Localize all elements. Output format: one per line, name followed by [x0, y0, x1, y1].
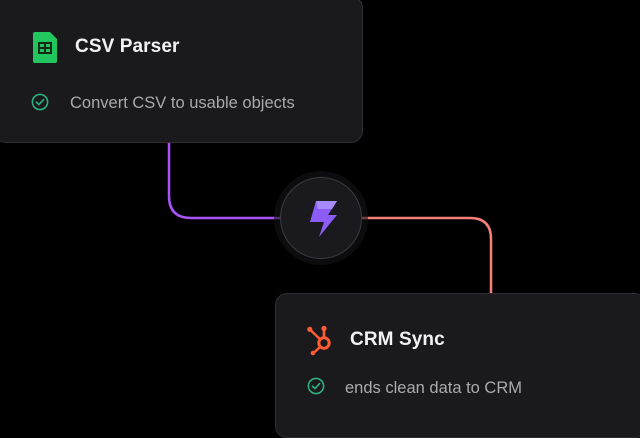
check-circle-icon — [31, 93, 49, 116]
connector-layer — [167, 143, 493, 293]
spreadsheet-icon — [33, 32, 57, 68]
lightning-bolt-icon — [310, 201, 337, 237]
csv-parser-description: Convert CSV to usable objects — [70, 94, 295, 112]
connector-hub-to-crm — [360, 216, 493, 293]
connector-csv-to-hub — [167, 143, 282, 220]
hub-node[interactable] — [280, 177, 362, 259]
crm-sync-description: ends clean data to CRM — [345, 379, 523, 397]
csv-parser-title: CSV Parser — [75, 36, 180, 57]
check-circle-icon — [307, 377, 325, 400]
crm-sync-card[interactable]: CRM Sync ends clean data to CRM — [275, 293, 640, 438]
hubspot-sprocket-icon — [305, 324, 337, 361]
csv-parser-card[interactable]: CSV Parser Convert CSV to usable objects — [0, 0, 363, 143]
crm-sync-title: CRM Sync — [350, 329, 445, 350]
